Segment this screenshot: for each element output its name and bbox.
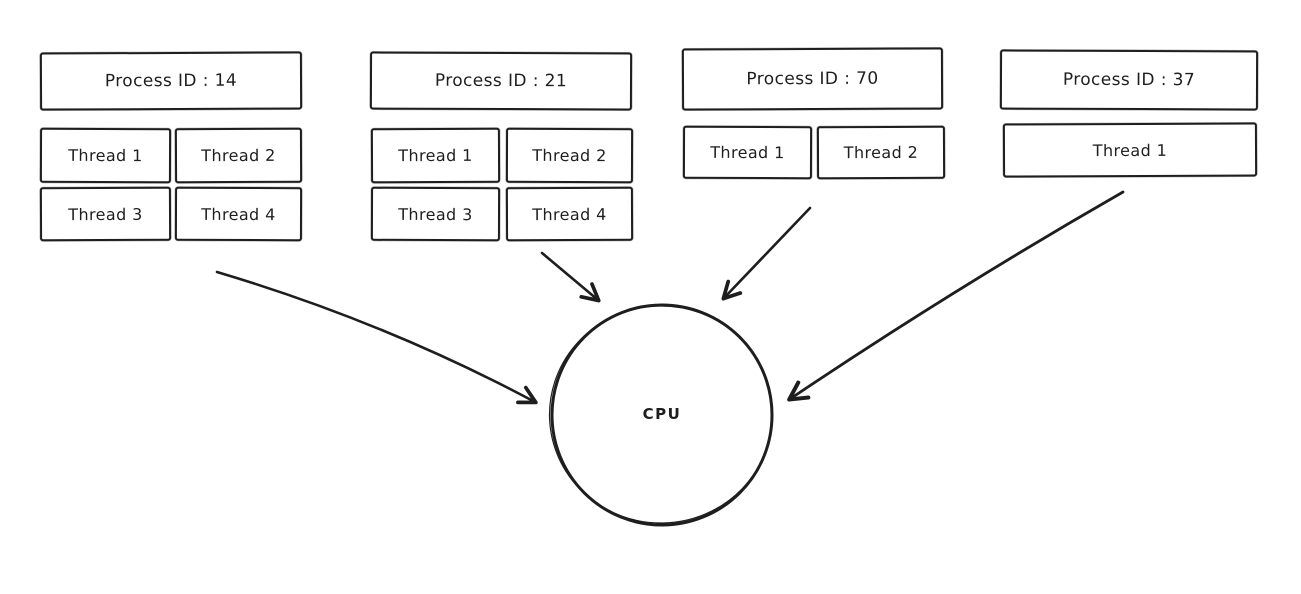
arrow-process-14-to-cpu: [215, 270, 538, 405]
process-21-thread-1: Thread 1: [370, 127, 501, 184]
process-14-thread-2: Thread 2: [174, 127, 303, 184]
process-14-title-box: Process ID : 14: [39, 51, 303, 111]
process-14-thread-3: Thread 3: [39, 186, 172, 242]
process-14-thread-4: Thread 4: [174, 186, 303, 242]
arrow-process-37-to-cpu: [787, 190, 1125, 402]
cpu-label: CPU: [642, 405, 682, 423]
process-37-title-box: Process ID : 37: [999, 49, 1259, 111]
arrow-process-21-to-cpu: [540, 251, 601, 303]
process-21-thread-4: Thread 4: [505, 186, 634, 242]
process-21-thread-2: Thread 2: [505, 127, 634, 184]
process-70-thread-2: Thread 2: [816, 125, 946, 180]
process-14-thread-1: Thread 1: [39, 127, 172, 184]
process-70-thread-1: Thread 1: [682, 125, 813, 180]
process-21-thread-3: Thread 3: [370, 186, 501, 242]
process-37-thread-1: Thread 1: [1002, 122, 1258, 178]
process-21-title-box: Process ID : 21: [369, 51, 633, 111]
process-70-title-box: Process ID : 70: [681, 47, 944, 111]
arrow-process-70-to-cpu: [721, 206, 812, 301]
